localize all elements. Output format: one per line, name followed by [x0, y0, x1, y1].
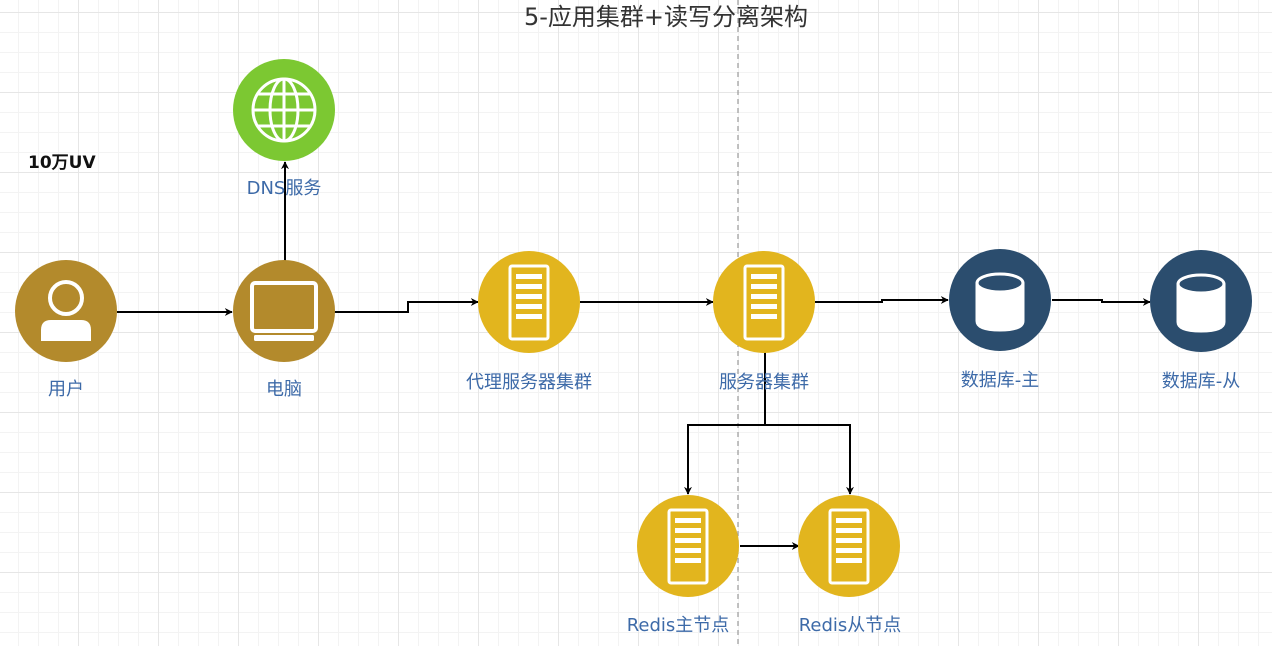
node-label: 用户	[48, 379, 84, 400]
app-circle	[713, 251, 815, 353]
server-icon	[508, 264, 550, 341]
node-label: 数据库-主	[961, 370, 1040, 391]
database-icon	[975, 272, 1025, 332]
node-label: 代理服务器集群	[466, 372, 592, 393]
user-circle	[15, 260, 117, 362]
node-pc[interactable]: 电脑	[233, 260, 335, 400]
edge-pc-to-proxy	[334, 298, 479, 313]
node-label: Redis从节点	[799, 615, 902, 636]
redis-slave-circle	[798, 495, 900, 597]
node-user[interactable]: 用户	[15, 260, 117, 400]
edge-app-to-redis-slave	[765, 424, 854, 495]
node-label: 电脑	[266, 379, 302, 400]
redis-master-circle	[637, 495, 739, 597]
node-db-slave[interactable]: 数据库-从	[1150, 250, 1252, 392]
edge-app-to-db-master	[815, 296, 949, 304]
node-label: 数据库-从	[1162, 371, 1241, 392]
node-label: DNS服务	[247, 178, 322, 199]
node-dns[interactable]: DNS服务	[233, 59, 335, 199]
monitor-icon	[250, 281, 318, 341]
user-icon	[41, 280, 91, 341]
database-icon	[1176, 273, 1226, 333]
node-proxy-cluster[interactable]: 代理服务器集群	[466, 251, 592, 393]
node-label: Redis主节点	[627, 615, 730, 636]
node-label: 服务器集群	[719, 372, 809, 393]
edge-db-master-to-db-slave	[1052, 298, 1151, 306]
server-icon	[828, 508, 870, 585]
server-icon	[667, 508, 709, 585]
globe-icon	[251, 77, 317, 143]
node-db-master[interactable]: 数据库-主	[949, 249, 1051, 391]
edge-app-to-redis-master	[684, 352, 766, 495]
node-app-cluster[interactable]: 服务器集群	[713, 251, 815, 393]
diagram-title: 5-应用集群+读写分离架构	[524, 3, 808, 31]
traffic-label: 10万UV	[28, 153, 96, 173]
node-redis-slave[interactable]: Redis从节点	[798, 495, 901, 636]
server-icon	[743, 264, 785, 341]
proxy-circle	[478, 251, 580, 353]
node-redis-master[interactable]: Redis主节点	[627, 495, 739, 636]
